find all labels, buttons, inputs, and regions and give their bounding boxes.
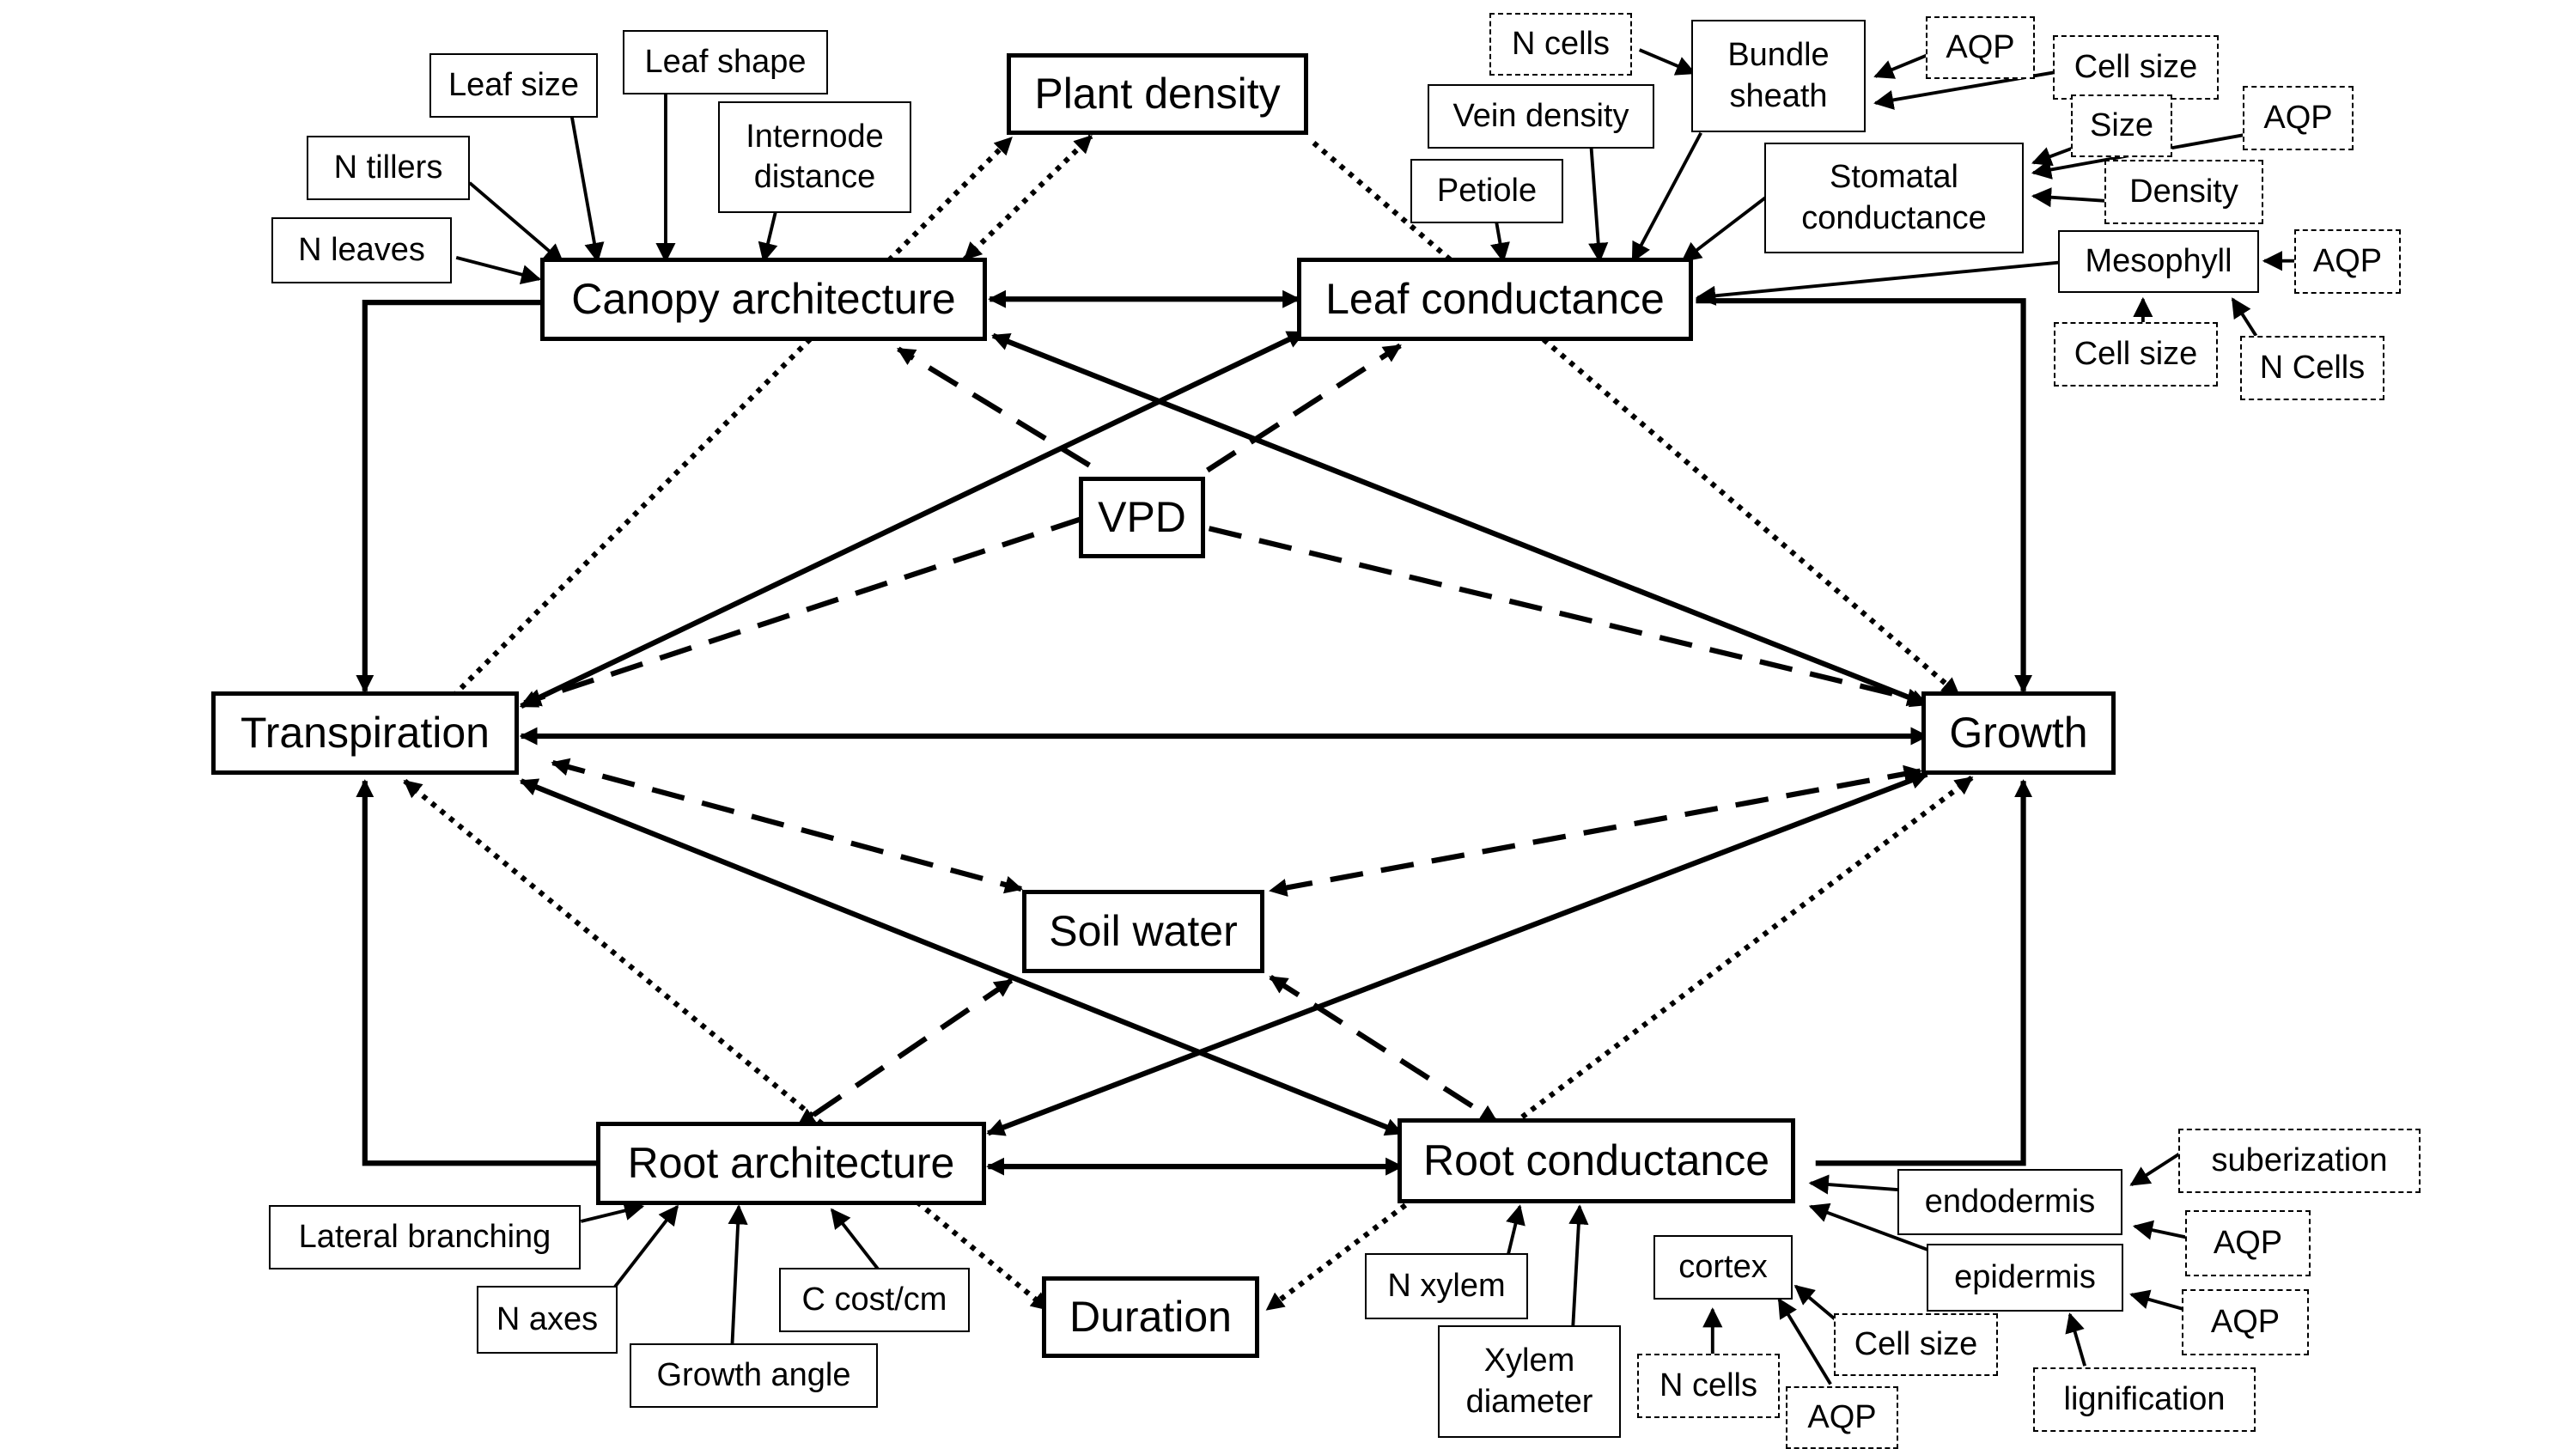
- canopy-architecture-node: Canopy architecture: [540, 258, 987, 341]
- bundle-sheath-trait: Bundle sheath: [1691, 20, 1866, 132]
- cell-size-mesophyll-trait: Cell size: [2054, 322, 2218, 387]
- trait-links: [455, 48, 2299, 1385]
- aqp-cortex-trait: AQP: [1786, 1386, 1898, 1449]
- n-cells-cortex-trait: N cells: [1637, 1354, 1780, 1418]
- leaf-conductance-node: Leaf conductance: [1297, 258, 1693, 341]
- growth-node: Growth: [1921, 691, 2116, 775]
- vpd-node: VPD: [1079, 477, 1205, 558]
- root-architecture-node: Root architecture: [596, 1122, 986, 1205]
- growth-angle-trait: Growth angle: [630, 1343, 878, 1408]
- leaf-shape-trait: Leaf shape: [623, 30, 828, 94]
- plant-density-node: Plant density: [1007, 53, 1308, 135]
- leaf-size-trait: Leaf size: [429, 53, 598, 118]
- c-cost-trait: C cost/cm: [779, 1268, 970, 1332]
- aqp-endodermis-trait: AQP: [2185, 1210, 2311, 1276]
- aqp-stomatal-trait: AQP: [2243, 86, 2354, 150]
- cortex-trait: cortex: [1653, 1235, 1793, 1300]
- n-axes-trait: N axes: [477, 1286, 618, 1354]
- lignification-trait: lignification: [2033, 1367, 2256, 1432]
- endodermis-trait: endodermis: [1897, 1169, 2122, 1235]
- suberization-trait: suberization: [2178, 1129, 2421, 1193]
- petiole-trait: Petiole: [1410, 159, 1563, 223]
- n-tillers-trait: N tillers: [307, 136, 470, 200]
- n-cells-mesophyll-trait: N Cells: [2240, 336, 2384, 400]
- lateral-branching-trait: Lateral branching: [269, 1205, 581, 1269]
- cell-size-bundle-trait: Cell size: [2053, 35, 2219, 100]
- cell-size-cortex-trait: Cell size: [1834, 1313, 1998, 1376]
- mesophyll-trait: Mesophyll: [2058, 230, 2259, 293]
- solid-links: [356, 289, 2033, 1176]
- n-cells-bundle-trait: N cells: [1489, 13, 1632, 76]
- soil-water-node: Soil water: [1022, 890, 1264, 973]
- density-trait: Density: [2104, 160, 2263, 224]
- internode-distance-trait: Internode distance: [718, 101, 911, 213]
- epidermis-trait: epidermis: [1927, 1244, 2123, 1312]
- xylem-diameter-trait: Xylem diameter: [1438, 1325, 1621, 1438]
- aqp-bundle-trait: AQP: [1926, 16, 2035, 79]
- duration-node: Duration: [1042, 1276, 1259, 1358]
- aqp-mesophyll-trait: AQP: [2294, 229, 2401, 294]
- root-conductance-node: Root conductance: [1398, 1118, 1795, 1203]
- n-leaves-trait: N leaves: [271, 217, 452, 283]
- transpiration-node: Transpiration: [211, 691, 519, 775]
- vein-density-trait: Vein density: [1428, 84, 1654, 149]
- size-trait: Size: [2071, 94, 2172, 157]
- stomatal-conductance-trait: Stomatal conductance: [1764, 143, 2024, 253]
- n-xylem-trait: N xylem: [1365, 1253, 1528, 1319]
- aqp-epidermis-trait: AQP: [2182, 1289, 2309, 1355]
- dotted-links: [403, 134, 1974, 1312]
